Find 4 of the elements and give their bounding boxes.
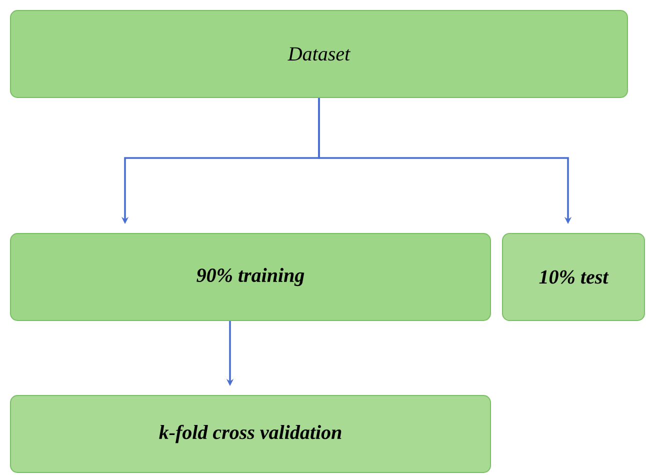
process-box: k-fold cross validation [10,395,491,473]
process-box: 10% test [502,233,645,321]
process-box: Dataset [10,10,628,98]
process-box: 90% training [10,233,491,321]
